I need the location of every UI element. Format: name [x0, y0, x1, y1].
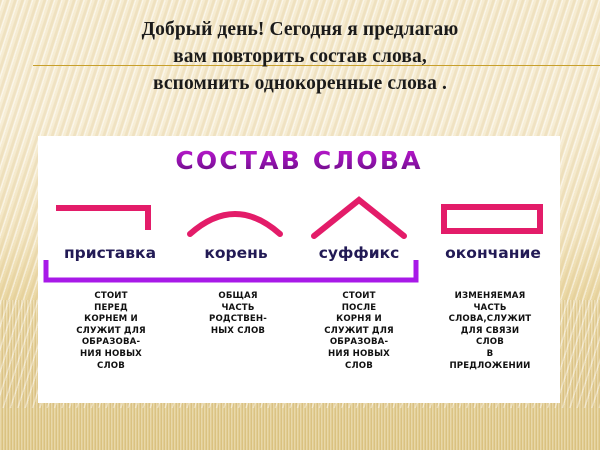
morpheme-label-ending: окончание	[445, 244, 541, 262]
suffix-caret-icon	[304, 194, 414, 242]
desc-suffix-line-5: ОБРАЗОВА-	[329, 337, 389, 348]
desc-prefix-line-2: ПЕРЕД	[94, 302, 128, 313]
desc-suffix-line-3: КОРНЯ И	[336, 314, 382, 325]
desc-ending-line-1: ИЗМЕНЯЕМАЯ	[454, 291, 526, 301]
desc-root-line-4: НЫХ СЛОВ	[210, 325, 266, 336]
prefix-bracket-icon	[52, 194, 168, 242]
desc-prefix-line-4: СЛУЖИТ ДЛЯ	[76, 325, 146, 336]
morpheme-symbols-row	[38, 194, 560, 242]
desc-prefix-line-6: НИЯ НОВЫХ	[80, 348, 142, 359]
morpheme-descriptions-row: СТОИТ ПЕРЕД КОРНЕМ И СЛУЖИТ ДЛЯ ОБРАЗОВА…	[38, 291, 560, 399]
desc-suffix-line-4: СЛУЖИТ ДЛЯ	[324, 325, 394, 336]
desc-suffix-line-7: СЛОВ	[345, 360, 373, 371]
ending-rectangle-icon	[436, 194, 548, 242]
morpheme-description-prefix: СТОИТ ПЕРЕД КОРНЕМ И СЛУЖИТ ДЛЯ ОБРАЗОВА…	[48, 291, 174, 372]
desc-root-line-3: РОДСТВЕН-	[209, 314, 267, 325]
card-title: СОСТАВ СЛОВА	[38, 146, 560, 175]
word-composition-card: СОСТАВ СЛОВА	[38, 136, 560, 403]
desc-suffix-line-1: СТОИТ	[342, 291, 376, 301]
desc-ending-line-4: ДЛЯ СВЯЗИ	[460, 325, 520, 336]
desc-prefix-line-5: ОБРАЗОВА-	[81, 337, 141, 348]
heading-line-2: вам повторить состав слова,	[173, 46, 427, 67]
desc-ending-line-6: В	[486, 348, 494, 359]
desc-ending-line-5: СЛОВ	[476, 337, 504, 348]
desc-ending-line-2: ЧАСТЬ	[473, 302, 507, 313]
desc-prefix-line-1: СТОИТ	[94, 291, 128, 301]
morpheme-description-ending: ИЗМЕНЯЕМАЯ ЧАСТЬ СЛОВА,СЛУЖИТ ДЛЯ СВЯЗИ …	[424, 291, 556, 372]
word-stem-grouping-bracket	[42, 258, 424, 288]
heading-line-3: вспомнить однокоренные слова .	[153, 73, 447, 94]
root-arc-icon	[180, 194, 290, 242]
desc-root-line-1: ОБЩАЯ	[218, 291, 258, 301]
heading-line-1: Добрый день! Сегодня я предлагаю	[141, 19, 459, 40]
desc-suffix-line-6: НИЯ НОВЫХ	[328, 348, 390, 359]
desc-ending-line-3: СЛОВА,СЛУЖИТ	[448, 314, 532, 325]
slide-heading: Добрый день! Сегодня я предлагаю вам пов…	[0, 16, 600, 97]
desc-suffix-line-2: ПОСЛЕ	[341, 302, 377, 313]
desc-prefix-line-3: КОРНЕМ И	[84, 314, 138, 325]
desc-prefix-line-7: СЛОВ	[97, 360, 125, 371]
desc-ending-line-7: ПРЕДЛОЖЕНИИ	[449, 360, 531, 371]
desc-root-line-2: ЧАСТЬ	[221, 302, 255, 313]
morpheme-description-root: ОБЩАЯ ЧАСТЬ РОДСТВЕН- НЫХ СЛОВ	[184, 291, 292, 337]
morpheme-description-suffix: СТОИТ ПОСЛЕ КОРНЯ И СЛУЖИТ ДЛЯ ОБРАЗОВА-…	[300, 291, 418, 372]
